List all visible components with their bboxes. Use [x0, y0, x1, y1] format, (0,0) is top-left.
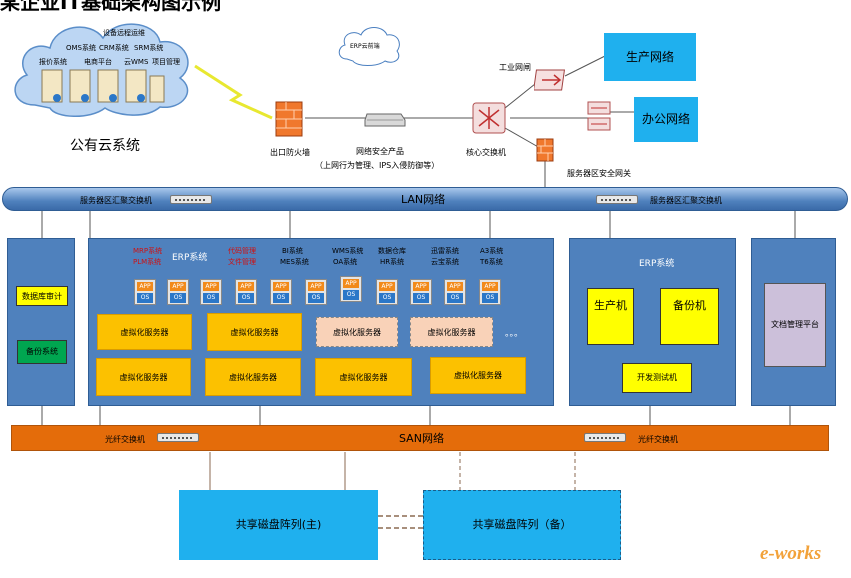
lan-label: LAN网络: [401, 193, 446, 206]
storage-standby-box[interactable]: 共享磁盘阵列（备）: [423, 490, 621, 560]
erp-backup-box[interactable]: 备份机: [660, 288, 719, 345]
db-audit-box[interactable]: 数据库审计: [16, 286, 68, 306]
server-firewall-label: 服务器区安全网关: [567, 169, 631, 178]
office-switch-icons: [587, 101, 611, 131]
virtual-server[interactable]: 虚拟化服务器: [430, 357, 526, 394]
cloud-label: 公有云系统: [70, 138, 140, 154]
erp-dev-box[interactable]: 开发测试机: [622, 363, 692, 393]
sys-xunlei: 迅雷系统: [431, 247, 459, 255]
production-network-box[interactable]: 生产网络: [604, 33, 696, 81]
doc-platform-label: 文档管理平台: [771, 320, 819, 329]
core-switch-icon: [472, 102, 506, 134]
sys-dw: 数据仓库: [378, 247, 406, 255]
doc-platform-box[interactable]: 文档管理平台: [764, 283, 826, 367]
cloud-item-crm: CRM系统: [99, 44, 129, 52]
industrial-gateway-label: 工业网闸: [499, 63, 531, 72]
virtual-server[interactable]: 虚拟化服务器: [205, 358, 301, 396]
storage-main-label: 共享磁盘阵列(主): [235, 518, 322, 531]
production-network-label: 生产网络: [625, 50, 674, 64]
sys-oa: OA系统: [333, 258, 358, 266]
san-right-switch-icon: [584, 433, 626, 442]
backup-system-label: 备份系统: [26, 347, 58, 356]
sys-plm: PLM系统: [133, 258, 162, 266]
cloud-item-pm: 项目管理: [152, 58, 180, 66]
more-ellipsis: 。。。: [505, 329, 524, 339]
industrial-gateway-icon: [534, 69, 566, 91]
lan-left-switch-label: 服务器区汇聚交换机: [80, 196, 152, 205]
core-switch-label: 核心交换机: [466, 148, 506, 157]
security-product-detail: （上网行为管理、IPS入侵防御等）: [315, 161, 440, 170]
sys-code: 代码管理: [228, 247, 256, 255]
storage-standby-label: 共享磁盘阵列（备）: [472, 518, 572, 531]
erp-cloud-bubble-shape: [338, 27, 400, 66]
firewall-out-label: 出口防火墙: [270, 148, 310, 157]
san-left-switch-label: 光纤交换机: [105, 435, 145, 444]
office-network-label: 办公网络: [641, 112, 690, 126]
security-product-title: 网络安全产品: [356, 147, 404, 156]
sys-hr: HR系统: [380, 258, 405, 266]
cloud-row1: 设备远程运维: [103, 29, 145, 37]
sys-mes: MES系统: [280, 258, 309, 266]
cloud-item-quote: 报价系统: [39, 58, 67, 66]
san-bar: [11, 425, 829, 451]
sys-t6: T6系统: [480, 258, 503, 266]
virtual-server[interactable]: 虚拟化服务器: [96, 358, 191, 396]
left-panel: [7, 238, 75, 406]
backup-system-box[interactable]: 备份系统: [17, 340, 67, 364]
erp-production-box[interactable]: 生产机: [587, 288, 634, 345]
virtual-server[interactable]: 虚拟化服务器: [315, 358, 412, 396]
cloud-item-oms: OMS系统: [66, 44, 96, 52]
sys-bi: BI系统: [282, 247, 303, 255]
cloud-item-srm: SRM系统: [134, 44, 164, 52]
sys-erp: ERP系统: [172, 253, 208, 263]
erp-panel-title: ERP系统: [639, 259, 675, 269]
sys-file: 文件管理: [228, 258, 256, 266]
erp-production-label: 生产机: [594, 299, 627, 312]
erp-dev-label: 开发测试机: [637, 373, 677, 382]
cloud-item-ecom: 电商平台: [84, 58, 112, 66]
virtual-server-planned[interactable]: 虚拟化服务器: [410, 317, 493, 347]
erp-backup-label: 备份机: [673, 299, 706, 312]
storage-main-box[interactable]: 共享磁盘阵列(主): [179, 490, 378, 560]
firewall-icon: [275, 101, 303, 137]
page-title: 某企业IT基础架构图示例: [0, 0, 222, 14]
db-audit-label: 数据库审计: [22, 292, 62, 301]
lan-right-switch-label: 服务器区汇聚交换机: [650, 196, 722, 205]
security-appliance-icon: [364, 113, 406, 127]
lan-left-switch-icon: [170, 195, 212, 204]
cloud-server-icons: [41, 69, 165, 103]
san-label: SAN网络: [399, 432, 444, 445]
server-firewall-icon: [536, 138, 554, 162]
lan-right-switch-icon: [596, 195, 638, 204]
san-right-switch-label: 光纤交换机: [638, 435, 678, 444]
sys-wms: WMS系统: [332, 247, 364, 255]
lan-bar: [2, 187, 848, 211]
office-network-box[interactable]: 办公网络: [634, 97, 698, 142]
virtual-server[interactable]: 虚拟化服务器: [207, 313, 302, 351]
watermark-logo: e-works: [760, 543, 822, 564]
san-left-switch-icon: [157, 433, 199, 442]
virtual-server[interactable]: 虚拟化服务器: [97, 314, 192, 350]
virtual-server-planned[interactable]: 虚拟化服务器: [316, 317, 398, 347]
erp-cloud-bubble-label: ERP云前端: [350, 43, 380, 50]
cloud-item-wms: 云WMS: [124, 58, 149, 66]
sys-mrp: MRP系统: [133, 247, 163, 255]
sys-yunbao: 云宝系统: [431, 258, 459, 266]
sys-a3: A3系统: [480, 247, 504, 255]
